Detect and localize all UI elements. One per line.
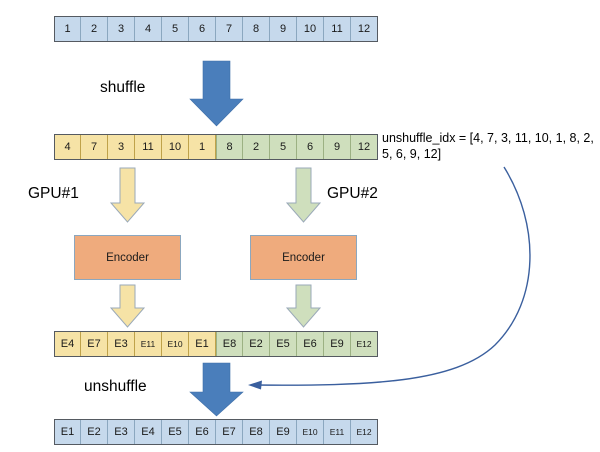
- token-cell: 3: [108, 134, 135, 160]
- token-cell: 5: [270, 134, 297, 160]
- unshuffle-idx-text: unshuffle_idx = [4, 7, 3, 11, 10, 1, 8, …: [382, 131, 594, 161]
- token-cell: E7: [216, 419, 243, 445]
- token-cell: E12: [351, 331, 378, 357]
- token-cell: 4: [135, 16, 162, 42]
- token-cell: E7: [81, 331, 108, 357]
- token-cell: 10: [297, 16, 324, 42]
- token-cell: E2: [81, 419, 108, 445]
- gpu2-label: GPU#2: [327, 185, 378, 202]
- encoder-label: Encoder: [282, 251, 325, 264]
- token-cell: 8: [216, 134, 243, 160]
- token-cell: 9: [270, 16, 297, 42]
- token-cell: 2: [243, 134, 270, 160]
- encoder-label: Encoder: [106, 251, 149, 264]
- token-cell: E10: [297, 419, 324, 445]
- token-cell: E1: [189, 331, 216, 357]
- token-cell: 8: [243, 16, 270, 42]
- gpu1-input-arrow: [109, 167, 146, 223]
- gpu1-output-arrow: [109, 284, 146, 328]
- token-cell: 6: [189, 16, 216, 42]
- token-cell: E4: [135, 419, 162, 445]
- gpu1-label: GPU#1: [28, 185, 79, 202]
- token-cell: E9: [324, 331, 351, 357]
- token-cell: E3: [108, 331, 135, 357]
- token-cell: E12: [351, 419, 378, 445]
- token-cell: E4: [54, 331, 81, 357]
- token-cell: E3: [108, 419, 135, 445]
- encoder-box-gpu2: Encoder: [250, 235, 357, 280]
- token-cell: E8: [216, 331, 243, 357]
- token-cell: E11: [135, 331, 162, 357]
- token-cell: 2: [81, 16, 108, 42]
- token-cell: 11: [135, 134, 162, 160]
- token-cell: E1: [54, 419, 81, 445]
- token-cell: 11: [324, 16, 351, 42]
- token-cell: E10: [162, 331, 189, 357]
- shuffle-label: shuffle: [100, 79, 146, 96]
- token-cell: 7: [81, 134, 108, 160]
- token-cell: 6: [297, 134, 324, 160]
- token-cell: E5: [270, 331, 297, 357]
- token-cell: 9: [324, 134, 351, 160]
- gpu2-input-arrow: [285, 167, 322, 223]
- unshuffle-label: unshuffle: [84, 378, 147, 395]
- token-cell: 3: [108, 16, 135, 42]
- token-cell: 12: [351, 134, 378, 160]
- token-cell: 1: [54, 16, 81, 42]
- token-cell: E2: [243, 331, 270, 357]
- gpu2-output-arrow: [285, 284, 322, 328]
- token-cell: E8: [243, 419, 270, 445]
- token-cell: E11: [324, 419, 351, 445]
- encoder-box-gpu1: Encoder: [74, 235, 181, 280]
- token-cell: 10: [162, 134, 189, 160]
- token-cell: E5: [162, 419, 189, 445]
- token-cell: E6: [189, 419, 216, 445]
- token-cell: 7: [216, 16, 243, 42]
- token-cell: 1: [189, 134, 216, 160]
- token-cell: 4: [54, 134, 81, 160]
- token-cell: 5: [162, 16, 189, 42]
- token-cell: E6: [297, 331, 324, 357]
- token-cell: 12: [351, 16, 378, 42]
- shuffle-arrow: [189, 60, 244, 127]
- token-cell: E9: [270, 419, 297, 445]
- unshuffle-arrow: [189, 362, 244, 417]
